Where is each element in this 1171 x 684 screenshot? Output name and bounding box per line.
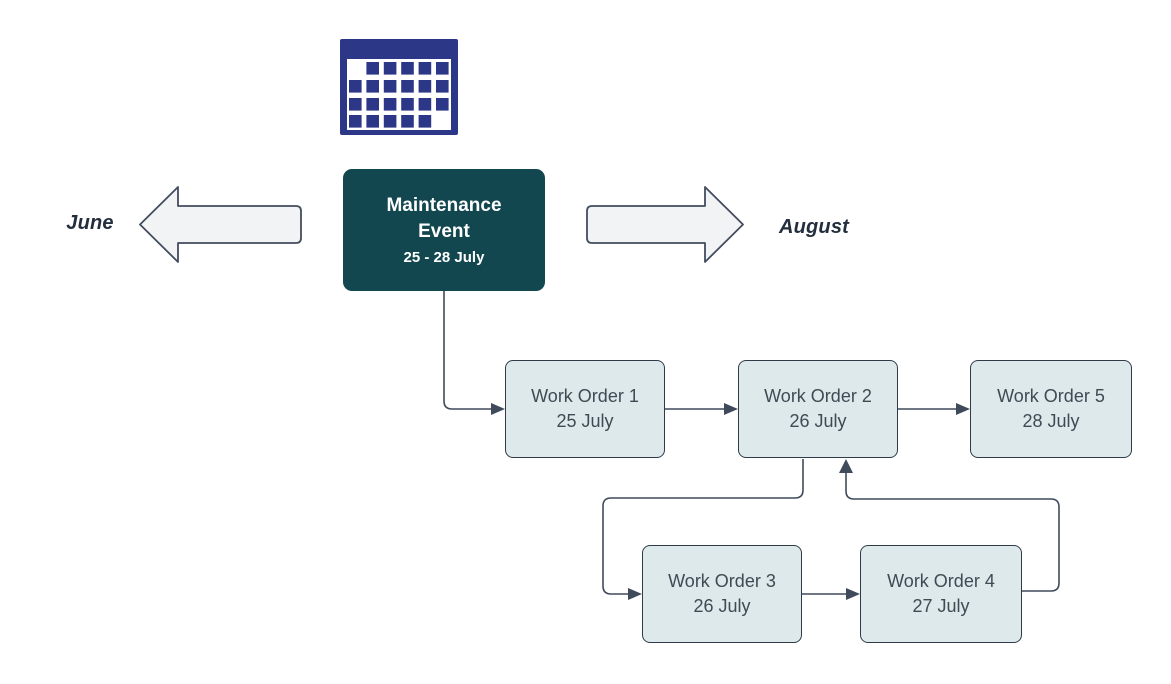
calendar-icon-graphic — [340, 39, 458, 135]
work-order-label: Work Order 1 — [531, 386, 639, 406]
maintenance-event-dates: 25 - 28 July — [403, 248, 485, 266]
work-order-label: Work Order 2 — [764, 386, 872, 406]
work-order-date: 27 July — [912, 596, 970, 616]
maintenance-event-node: Maintenance Event 25 - 28 July — [343, 169, 545, 291]
arrowhead-into-wo2 — [724, 403, 738, 415]
connector-event-to-wo1 — [443, 291, 492, 410]
work-order-date: 28 July — [1022, 411, 1080, 431]
calendar-icon — [340, 39, 458, 135]
connector-wo2-to-wo3 — [602, 459, 804, 595]
left-month-arrow — [139, 186, 302, 263]
arrowhead-up-into-wo2 — [839, 459, 853, 473]
work-order-label: Work Order 3 — [668, 571, 776, 591]
arrowhead-into-wo1 — [491, 403, 505, 415]
work-order-2-node: Work Order 2 26 July — [738, 360, 898, 458]
month-label-june: June — [66, 212, 114, 234]
work-order-4-node: Work Order 4 27 July — [860, 545, 1022, 643]
work-order-label: Work Order 4 — [887, 571, 995, 591]
connector-wo4-to-wo2 — [845, 471, 1060, 592]
maintenance-event-title: Maintenance Event — [386, 194, 502, 242]
work-order-1-node: Work Order 1 25 July — [505, 360, 665, 458]
right-month-arrow — [586, 186, 744, 263]
arrowhead-into-wo3 — [628, 588, 642, 600]
arrowhead-into-wo5 — [956, 403, 970, 415]
work-order-date: 26 July — [789, 411, 847, 431]
work-order-date: 26 July — [693, 596, 751, 616]
work-order-label: Work Order 5 — [997, 386, 1105, 406]
work-order-5-node: Work Order 5 28 July — [970, 360, 1132, 458]
month-label-august: August — [778, 216, 850, 238]
arrowhead-into-wo4 — [846, 588, 860, 600]
work-order-date: 25 July — [556, 411, 614, 431]
work-order-3-node: Work Order 3 26 July — [642, 545, 802, 643]
